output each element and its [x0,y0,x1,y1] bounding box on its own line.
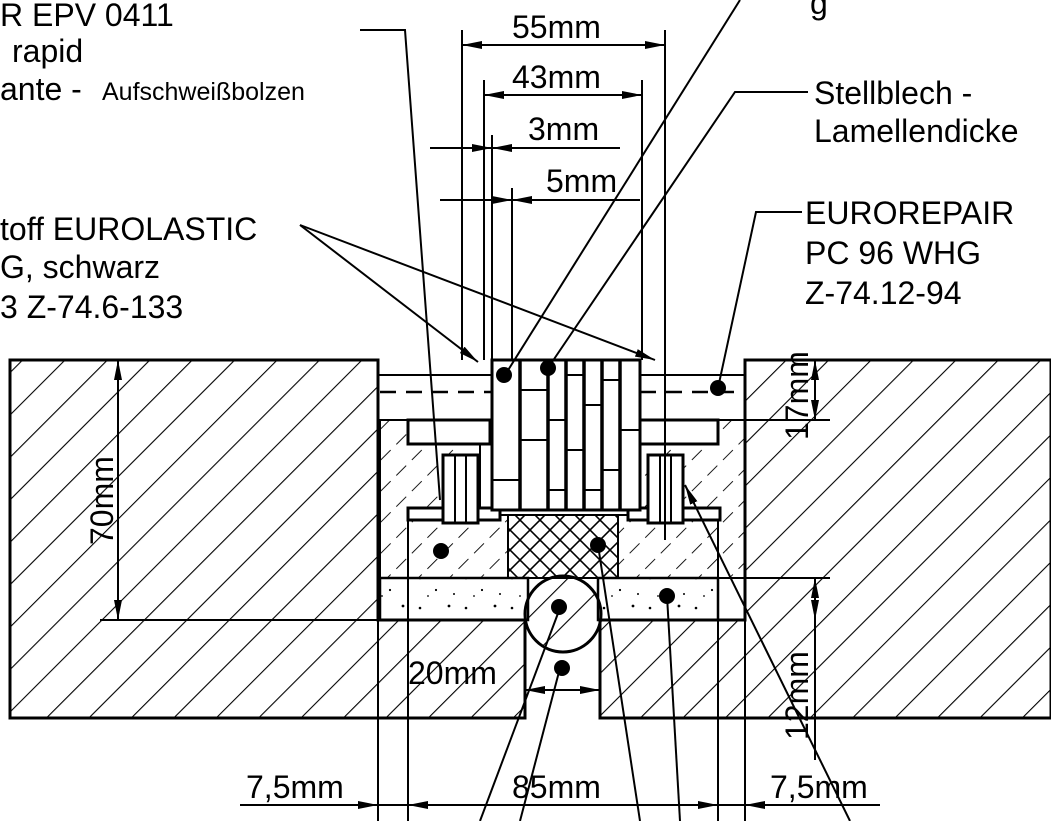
dim-20mm: 20mm [408,655,497,691]
dim-70mm: 70mm [84,456,120,545]
bedding-mortar [378,576,720,622]
label-rapid: rapid [12,33,83,69]
label-pc96: PC 96 WHG [805,235,981,271]
dim-12mm: 12mm [779,651,815,740]
leader-dots [433,360,726,676]
dimension-arrows [114,41,880,809]
label-stellblech: Stellblech - [814,75,972,111]
label-kante-prefix: ante - [0,71,82,107]
leader-lines [299,0,851,821]
weld-stud-left [441,453,480,525]
dim-3mm: 3mm [528,111,599,147]
dim-7-5mm-left: 7,5mm [246,769,344,805]
backer-rod [523,574,603,654]
label-top-right-fragment: g [810,0,828,21]
dim-7-5mm-right: 7,5mm [770,769,868,805]
dim-5mm: 5mm [546,163,617,199]
label-z74-6: 3 Z-74.6-133 [0,289,183,325]
lamella-profile [490,358,642,512]
label-lamellendicke: Lamellendicke [814,113,1019,149]
dim-85mm: 85mm [512,769,601,805]
label-epv: R EPV 0411 [0,0,174,33]
dim-55mm: 55mm [512,9,601,45]
label-aufschweissbolzen: Aufschweißbolzen [102,78,305,106]
label-schwarz: G, schwarz [0,249,160,285]
extension-lines [100,30,830,821]
label-eurolastic: toff EUROLASTIC [0,211,257,247]
label-z74-12: Z-74.12-94 [805,275,962,311]
dim-43mm: 43mm [512,59,601,95]
dim-17mm: 17mm [779,351,815,440]
label-eurorepair: EUROREPAIR [805,195,1014,231]
